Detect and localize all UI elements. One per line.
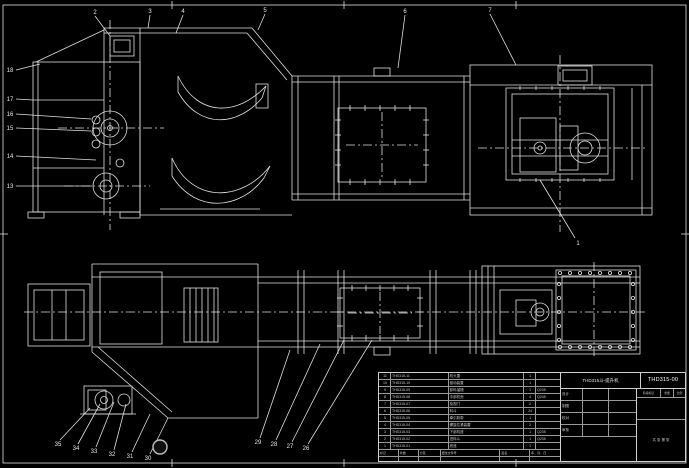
revision-blank-row xyxy=(379,457,560,461)
middle-duct xyxy=(291,67,470,201)
top-callout-leaders xyxy=(94,13,517,69)
revision-strip: 标记 处数 分区 更改文件号 签名 年、月、日 xyxy=(379,450,560,461)
signature-row: 校对 xyxy=(561,413,636,425)
callout-number: 7 xyxy=(488,8,492,14)
drive-station xyxy=(469,55,653,239)
sheet-count: 共 张 第 张 xyxy=(652,438,670,442)
callout-number: 14 xyxy=(7,154,14,160)
conveyor-tube xyxy=(258,270,640,356)
revision-header-row: 标记 处数 分区 更改文件号 签名 年、月、日 xyxy=(379,450,560,457)
callout-number: 3 xyxy=(148,9,152,15)
info-grid: 阶段标记 重量 比例 共 张 第 张 xyxy=(637,389,685,461)
head-housing xyxy=(27,20,164,230)
callout-number: 2 xyxy=(93,10,97,16)
callout-number: 33 xyxy=(91,449,98,455)
title-block: THD315斗-提升机 THD315-00 设计 制图 校对 审核 阶段标记 重… xyxy=(561,373,685,461)
signature-grid: 设计 制图 校对 审核 xyxy=(561,389,637,461)
access-panel xyxy=(337,107,427,183)
callout-number: 31 xyxy=(127,454,134,460)
tail-box xyxy=(27,283,91,347)
callout-number: 1 xyxy=(576,241,580,247)
callout-number: 13 xyxy=(7,184,14,190)
boot-hopper xyxy=(91,263,259,419)
bottom-callout-leaders xyxy=(59,339,373,455)
callout-numbers: 2 3 4 5 6 7 1 18 17 16 15 14 13 35 34 33… xyxy=(7,8,581,462)
callout-number: 29 xyxy=(255,440,262,446)
callout-number: 26 xyxy=(303,446,310,452)
discharge-casing xyxy=(140,27,293,216)
callout-number: 28 xyxy=(271,442,278,448)
leader-line xyxy=(539,179,576,239)
title-row: THD315斗-提升机 THD315-00 xyxy=(561,373,685,389)
drawing-number: THD315-00 xyxy=(647,377,679,383)
head-plan xyxy=(481,265,641,355)
signature-row: 审核 xyxy=(561,425,636,437)
callout-number: 35 xyxy=(55,442,62,448)
drawing-title: THD315斗-提升机 xyxy=(561,373,641,388)
callout-number: 18 xyxy=(7,68,14,74)
ink-stamp-mark xyxy=(152,439,168,455)
callout-number: 15 xyxy=(7,126,14,132)
signature-row: 制图 xyxy=(561,401,636,413)
left-callout-leaders xyxy=(15,63,97,187)
title-block-body: 设计 制图 校对 审核 阶段标记 重量 比例 共 张 第 张 xyxy=(561,389,685,461)
callout-number: 5 xyxy=(263,8,267,14)
callout-number: 16 xyxy=(7,112,14,118)
elevation-view xyxy=(15,13,653,239)
plan-view xyxy=(24,262,648,455)
callout-number: 4 xyxy=(181,9,185,15)
callout-number: 34 xyxy=(73,446,80,452)
callout-number: 6 xyxy=(403,9,407,15)
callout-number: 32 xyxy=(109,452,116,458)
callout-number: 30 xyxy=(145,456,152,462)
info-header-row: 阶段标记 重量 比例 xyxy=(637,389,685,398)
signature-row: 设计 xyxy=(561,389,636,401)
callout-number: 27 xyxy=(287,444,294,450)
callout-number: 17 xyxy=(7,97,14,103)
